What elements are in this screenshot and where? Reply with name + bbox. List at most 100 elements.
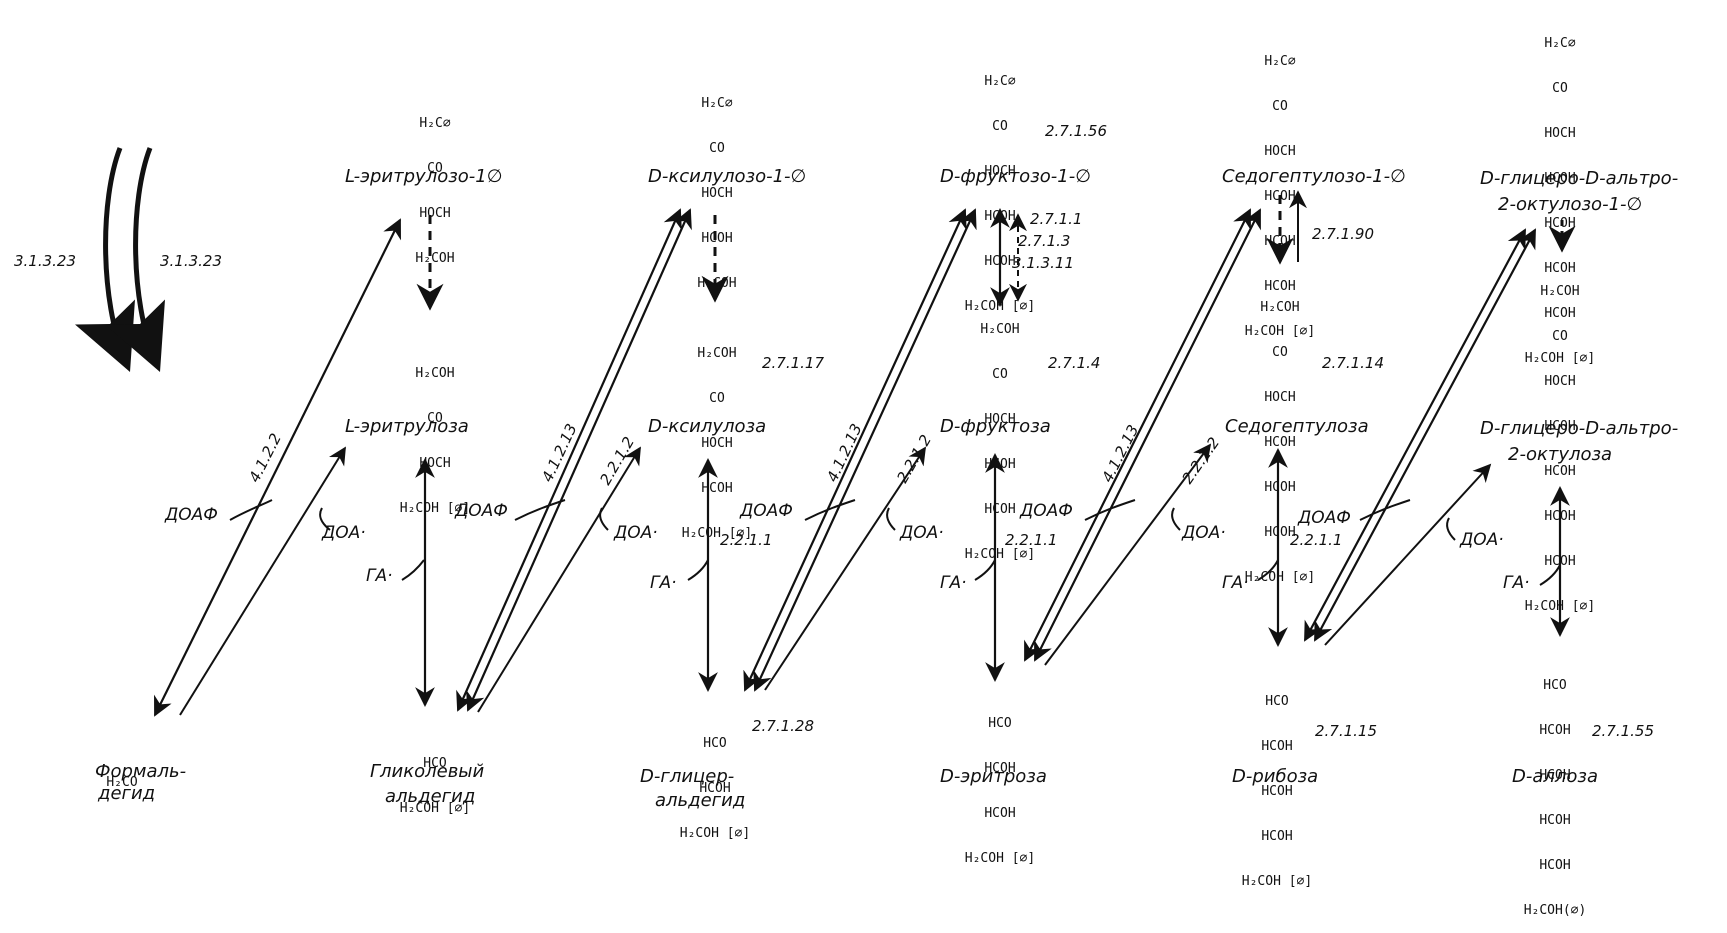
formula-line: H₂COH: [980, 322, 1020, 337]
label-doaf-1: ДОАФ: [165, 505, 218, 525]
label-doaf-5: ДОАФ: [1298, 508, 1351, 528]
glyceraldehyde-name-2: альдегид: [655, 790, 746, 811]
label-doa-4: ДОА·: [1182, 523, 1226, 543]
hook-doaf-5: [1359, 499, 1411, 521]
octulose-p-name-2: 2-октулозо-1-∅: [1498, 194, 1643, 215]
formula-line: HOCH: [1264, 390, 1296, 405]
formula-line: H₂COH [∅]: [964, 851, 1036, 866]
label-ga-1: ГА·: [366, 566, 393, 586]
erythrulose-p-name: L-эритрулозо-1∅: [345, 166, 503, 187]
arrow-doa-3: [764, 446, 926, 691]
formula-line: H₂COH: [415, 366, 455, 381]
formula-line: CO: [709, 391, 725, 406]
formula-line: H₂COH [∅]: [399, 801, 471, 816]
glycolaldehyde-formula: HCO H₂COH [∅]: [380, 726, 490, 831]
ec-2-2-1-1-xyl: 2.2.1.1: [720, 531, 773, 549]
arrow-doa-4: [1044, 443, 1212, 666]
formula-line: HCOH: [1264, 189, 1296, 204]
formula-line: H₂COH [∅]: [1244, 570, 1316, 585]
formula-line: H₂CO: [106, 775, 138, 790]
arrow-4-1-2-13-h: [1314, 228, 1536, 642]
formula-line: HCOH: [1544, 171, 1576, 186]
sedoheptulose-p-name: Седогептулозо-1-∅: [1222, 166, 1406, 187]
erythrose-name: D-эритроза: [940, 766, 1047, 787]
formula-line: CO: [1272, 99, 1288, 114]
formula-line: H₂C∅: [419, 116, 451, 131]
hook-ga-5: [1539, 564, 1561, 586]
fructose-p-formula: H₂C∅ CO HOCH HCOH HCOH H₂COH [∅]: [945, 44, 1055, 329]
side-curve-right: [105, 147, 166, 373]
formula-line: HOCH: [701, 186, 733, 201]
octulose-p-name-1: D-глицеро-D-альтро-: [1480, 168, 1679, 189]
formula-line: HCOH: [699, 781, 731, 796]
formula-line: CO: [427, 161, 443, 176]
formula-line: H₂COH: [1540, 284, 1580, 299]
arrow-doa-5: [1324, 463, 1492, 646]
formula-line: HCOH: [1264, 279, 1296, 294]
formula-line: H₂C∅: [1544, 36, 1576, 51]
hook-ga-1: [401, 559, 425, 581]
formula-line: HCOH: [1261, 784, 1293, 799]
formula-line: HCOH: [1544, 306, 1576, 321]
hook-doa-2: [599, 507, 609, 531]
formula-line: H₂C∅: [1264, 54, 1296, 69]
formula-line: H₂C∅: [984, 74, 1016, 89]
hook-doa-1: [319, 507, 331, 531]
formula-line: HCO: [423, 756, 447, 771]
formula-line: H₂COH [∅]: [1241, 874, 1313, 889]
formula-line: HCOH: [984, 761, 1016, 776]
formula-line: HOCH: [1264, 144, 1296, 159]
hook-doaf-2: [514, 499, 566, 521]
label-doa-1: ДОА·: [322, 523, 366, 543]
formula-line: HCOH: [1261, 829, 1293, 844]
label-ga-3: ГА·: [940, 573, 967, 593]
formula-line: CO: [992, 119, 1008, 134]
ec-fru-3: 3.1.3.11: [1012, 254, 1075, 272]
arrow-doa-2: [477, 446, 641, 713]
formula-line: H₂COH: [415, 251, 455, 266]
formula-line: H₂COH: [1260, 300, 1300, 315]
formula-line: H₂COH [∅]: [1524, 351, 1596, 366]
formula-line: H₂COH [∅]: [679, 826, 751, 841]
arrow-4-1-2-13-d: [753, 208, 977, 692]
allose-ec: 2.7.1.55: [1592, 722, 1655, 740]
formula-line: HCOH: [1264, 480, 1296, 495]
formula-line: HCOH: [701, 481, 733, 496]
formula-line: HCO: [1265, 694, 1289, 709]
fructose-name: D-фруктоза: [940, 416, 1051, 437]
allose-name: D-аллоза: [1512, 766, 1599, 787]
formula-line: HCOH: [1264, 435, 1296, 450]
formula-line: H₂COH [∅]: [681, 526, 753, 541]
label-ga-2: ГА·: [650, 573, 677, 593]
formula-line: H₂COH(∅): [1523, 903, 1587, 918]
arrow-4-1-2-13-a: [456, 208, 682, 712]
formula-line: H₂COH [∅]: [1244, 324, 1316, 339]
formula-line: HCO: [1543, 678, 1567, 693]
formula-line: CO: [992, 367, 1008, 382]
fructose-p-ec: 2.7.1.56: [1045, 122, 1108, 140]
formula-line: H₂COH [∅]: [964, 547, 1036, 562]
hook-doaf-4: [1084, 499, 1136, 521]
formula-line: H₂COH: [697, 346, 737, 361]
label-doaf-3: ДОАФ: [740, 501, 793, 521]
xylulose-p-name: D-ксилулозо-1-∅: [648, 166, 807, 187]
octulose-name-1: D-глицеро-D-альтро-: [1480, 418, 1679, 439]
xylulose-ec: 2.7.1.17: [762, 354, 825, 372]
label-doaf-2: ДОАФ: [455, 501, 508, 521]
formula-line: HCO: [703, 736, 727, 751]
formula-line: HCOH: [1264, 234, 1296, 249]
formula-line: H₂COH [∅]: [964, 299, 1036, 314]
hook-doa-5: [1446, 517, 1456, 541]
fructose-formula: H₂COH CO HOCH HCOH HCOH H₂COH [∅]: [945, 292, 1055, 577]
formula-line: HOCH: [984, 164, 1016, 179]
sedoheptulose-name: Седогептулоза: [1225, 416, 1369, 437]
erythrulose-formula: H₂COH CO HOCH H₂COH [∅]: [380, 336, 490, 531]
formaldehyde-formula: H₂CO: [92, 745, 152, 805]
formula-line: CO: [427, 411, 443, 426]
hook-doaf-1: [229, 499, 273, 521]
formula-line: HCOH: [984, 806, 1016, 821]
xylulose-name: D-ксилулоза: [648, 416, 767, 437]
octulose-name-2: 2-октулоза: [1508, 444, 1613, 465]
formula-line: HOCH: [419, 456, 451, 471]
side-curve-left: [75, 147, 136, 373]
